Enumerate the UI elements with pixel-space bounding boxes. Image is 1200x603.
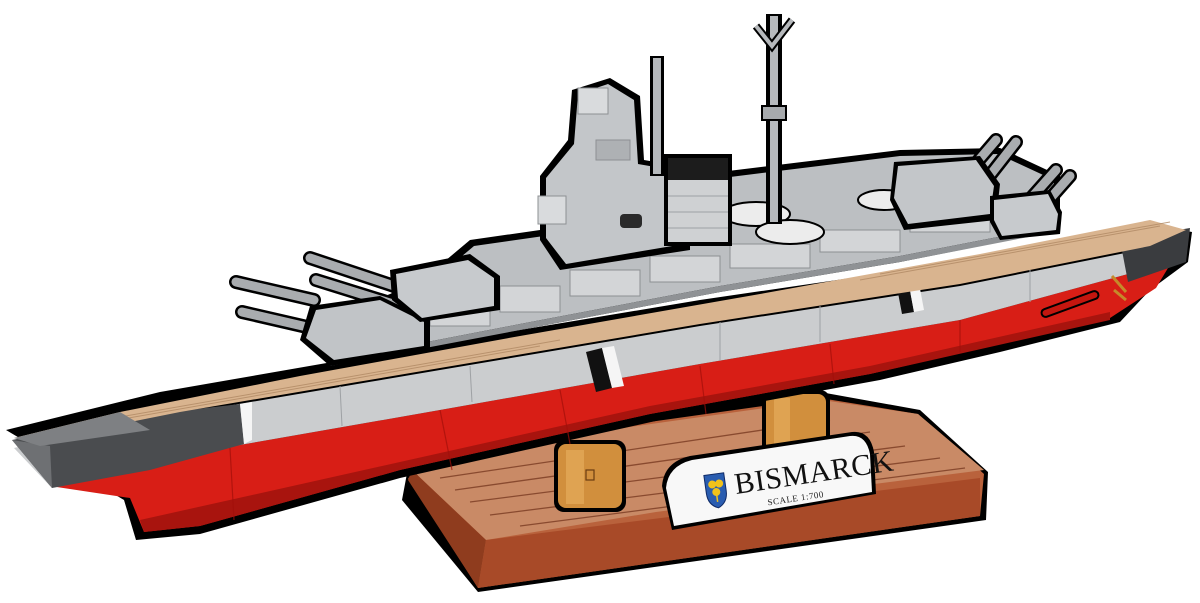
bridge-tower [537,78,690,270]
ship-hull [6,226,1192,540]
nameplate: BISMARCK SCALE 1:700 [662,431,896,530]
forward-turrets [229,251,500,366]
ship-deck [14,220,1186,446]
propellers [1040,275,1128,318]
masts [650,14,796,224]
coat-of-arms-emblem [703,472,727,509]
aft-turrets [890,133,1077,240]
funnel [664,154,732,246]
pedestal-front [554,440,626,512]
